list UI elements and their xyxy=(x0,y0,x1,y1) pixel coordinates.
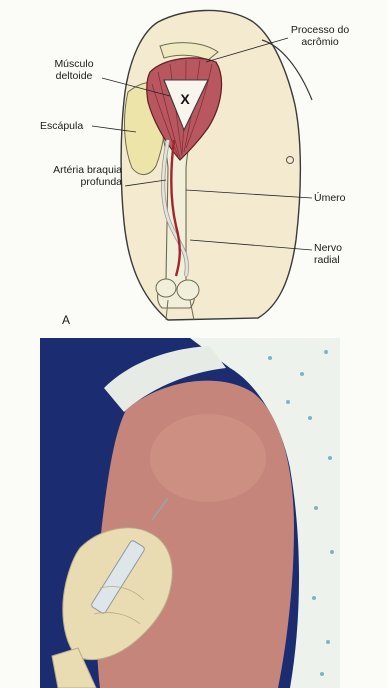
injection-photo xyxy=(40,338,340,688)
label-scapula: Escápula xyxy=(40,120,100,132)
label-humerus: Úmero xyxy=(314,192,364,204)
label-deltoid: Músculo deltoide xyxy=(44,58,104,82)
label-artery: Artéria braquia profunda xyxy=(44,164,122,188)
label-acromion: Processo do acrômio xyxy=(280,24,360,48)
label-nerve: Nervo radial xyxy=(314,242,358,266)
panel-label-a: A xyxy=(62,314,70,326)
injection-site-mark: X xyxy=(180,91,190,107)
